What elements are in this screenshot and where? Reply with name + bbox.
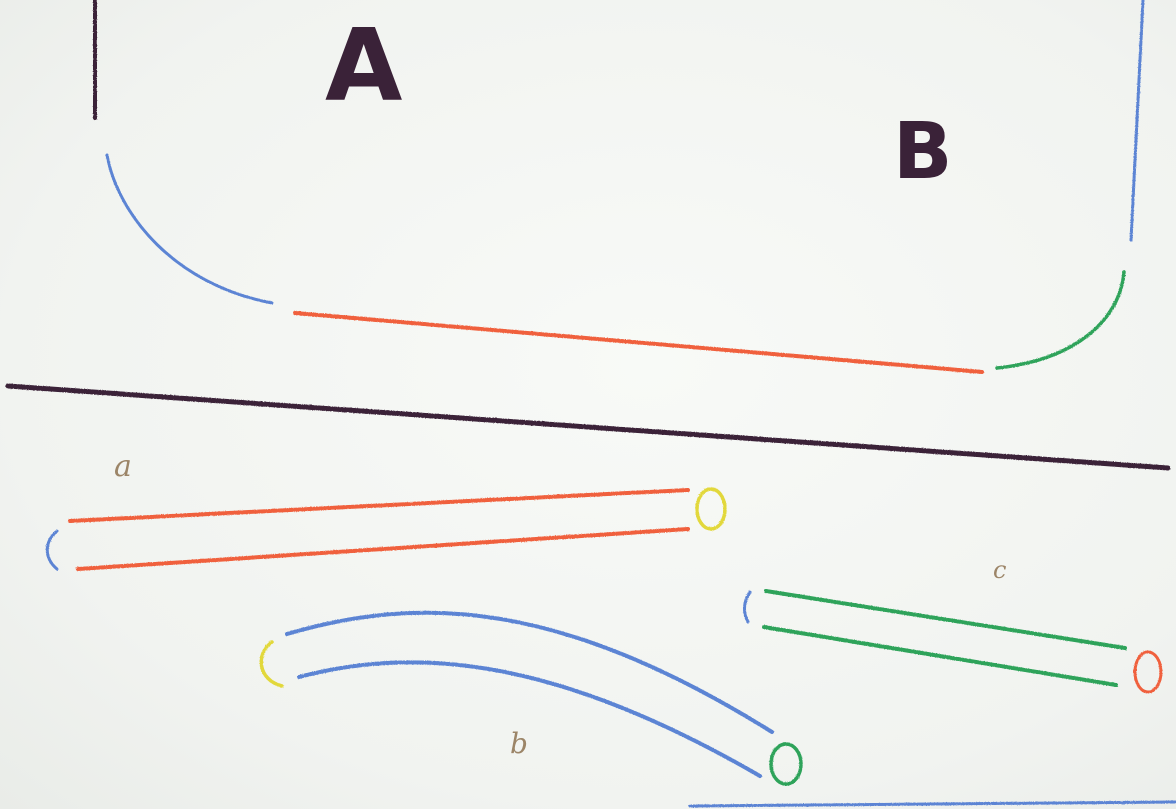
piece-c-top-line [764,589,1127,650]
piece-b-label: b [510,727,528,760]
piece-a-top-line [68,488,690,523]
piece-b-bottom-line [297,660,762,778]
region-a-label: A [325,7,402,124]
piece-b-right-ring [769,742,803,786]
piece-c-left-cap [743,590,752,624]
piece-b-top-line [285,610,774,734]
bottom-red-line [293,311,984,374]
piece-c-label: c [993,556,1006,584]
piece-b [259,610,803,786]
piece-c [743,589,1163,694]
piece-a-label: a [114,449,132,484]
piece-c-right-ring [1133,650,1163,694]
region-b-label: B [893,107,952,197]
piece-a-bottom-line [76,527,690,571]
piece-a-right-ring [695,487,727,531]
piece-b-left-cap [259,640,284,688]
right-vertical-line [1129,0,1145,242]
right-corner-arc [995,270,1126,370]
piece-a-left-cap [45,529,59,571]
piece-a [45,487,727,571]
left-corner-arc [105,153,274,305]
bottom-edge-line [688,800,1176,808]
separator-line [5,383,1171,471]
piece-c-bottom-line [762,625,1118,687]
